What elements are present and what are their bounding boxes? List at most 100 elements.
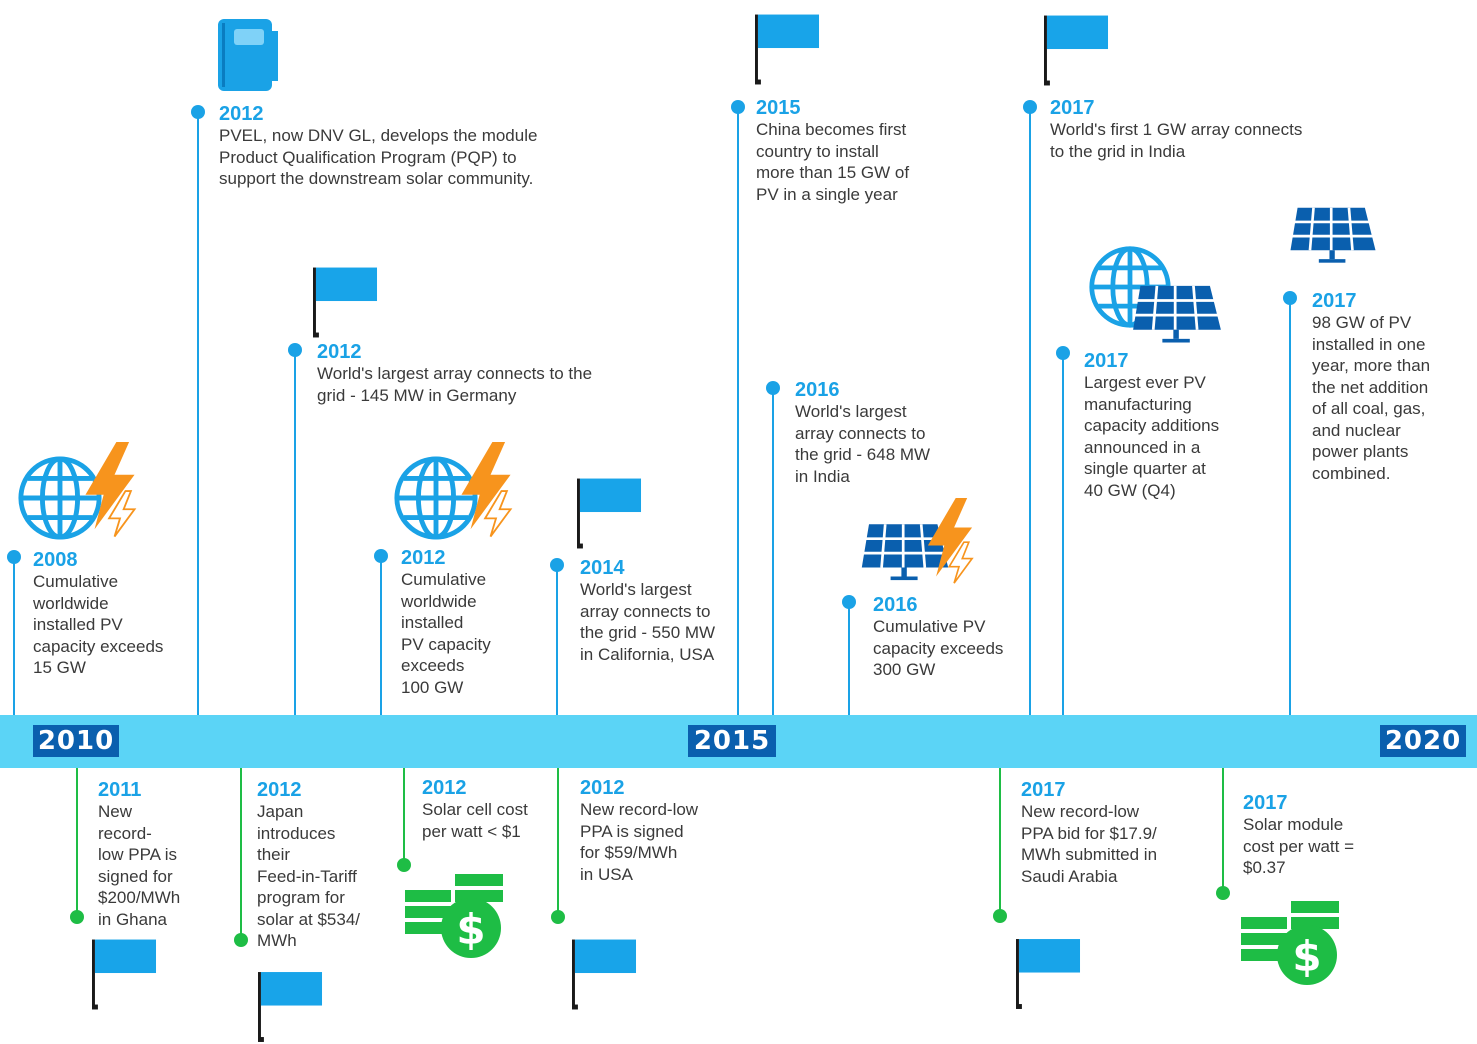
connector-line — [848, 602, 850, 715]
event-text: New record-low PPA is signed for $59/MWh… — [580, 800, 699, 884]
event-dot — [7, 550, 21, 564]
globe-lightning-icon — [392, 442, 512, 544]
event-text: Cumulative PV capacity exceeds 300 GW — [873, 617, 1004, 679]
event-dot — [397, 858, 411, 872]
connector-line — [557, 768, 559, 917]
event-dot — [766, 381, 780, 395]
event-text: World's largest array connects to the gr… — [795, 402, 931, 486]
notebook-icon — [216, 17, 280, 93]
event-2012-cell-cost: 2012 Solar cell cost per watt < $1 — [422, 777, 528, 842]
event-year: 2012 — [257, 779, 302, 801]
connector-line — [1062, 353, 1064, 715]
event-2012-pqp: 2012 PVEL, now DNV GL, develops the modu… — [219, 103, 537, 190]
year-label-2010: 2010 — [33, 725, 119, 757]
year-label-2020: 2020 — [1380, 725, 1466, 757]
event-year: 2017 — [1084, 350, 1129, 372]
event-year: 2017 — [1021, 779, 1066, 801]
event-text: World's first 1 GW array connects to the… — [1050, 120, 1303, 161]
event-text: New record- low PPA is signed for $200/M… — [98, 802, 181, 929]
event-2008-cumulative: 2008 Cumulative worldwide installed PV c… — [33, 549, 163, 679]
event-year: 2016 — [795, 379, 840, 401]
connector-line — [13, 557, 15, 715]
solar-panel-lightning-icon — [860, 498, 973, 584]
connector-line — [556, 565, 558, 715]
globe-solar-panel-icon — [1087, 244, 1223, 344]
event-text: World's largest array connects to the gr… — [317, 364, 593, 405]
event-dot — [550, 558, 564, 572]
event-2012-100gw: 2012 Cumulative worldwide installed PV c… — [401, 547, 491, 698]
flag-icon — [572, 939, 637, 1010]
event-dot — [1023, 100, 1037, 114]
event-year: 2012 — [580, 777, 625, 799]
money-stack-icon — [405, 874, 503, 958]
event-2017-manufacturing: 2017 Largest ever PV manufacturing capac… — [1084, 350, 1219, 501]
event-dot — [191, 105, 205, 119]
connector-line — [403, 768, 405, 865]
flag-icon — [313, 267, 378, 338]
event-year: 2014 — [580, 557, 625, 579]
event-dot — [551, 910, 565, 924]
event-text: Largest ever PV manufacturing capacity a… — [1084, 373, 1220, 500]
globe-lightning-icon — [16, 442, 136, 544]
connector-line — [240, 768, 242, 940]
event-year: 2016 — [873, 594, 918, 616]
event-dot — [288, 343, 302, 357]
event-text: China becomes first country to install m… — [756, 120, 910, 204]
event-dot — [842, 595, 856, 609]
event-text: Solar cell cost per watt < $1 — [422, 800, 528, 841]
event-dot — [731, 100, 745, 114]
event-year: 2017 — [1050, 97, 1095, 119]
event-2017-saudi: 2017 New record-low PPA bid for $17.9/ M… — [1021, 779, 1157, 887]
solar-panel-icon — [1289, 206, 1377, 265]
event-year: 2017 — [1312, 290, 1357, 312]
event-year: 2012 — [401, 547, 446, 569]
event-dot — [1283, 291, 1297, 305]
event-dot — [993, 909, 1007, 923]
event-2012-usa: 2012 New record-low PPA is signed for $5… — [580, 777, 698, 885]
event-2012-germany: 2012 World's largest array connects to t… — [317, 341, 592, 406]
event-year: 2015 — [756, 97, 801, 119]
event-text: Cumulative worldwide installed PV capaci… — [401, 570, 491, 697]
connector-line — [772, 388, 774, 715]
flag-icon — [755, 14, 820, 85]
event-year: 2012 — [317, 341, 362, 363]
connector-line — [197, 112, 199, 715]
event-text: PVEL, now DNV GL, develops the module Pr… — [219, 126, 538, 188]
event-text: 98 GW of PV installed in one year, more … — [1312, 313, 1431, 483]
event-year: 2008 — [33, 549, 78, 571]
event-text: Solar module cost per watt = $0.37 — [1243, 815, 1355, 877]
connector-line — [999, 768, 1001, 916]
event-2015-china: 2015 China becomes first country to inst… — [756, 97, 909, 205]
event-2011-ghana: 2011 New record- low PPA is signed for $… — [98, 779, 180, 930]
event-dot — [1216, 886, 1230, 900]
event-dot — [234, 933, 248, 947]
event-dot — [70, 910, 84, 924]
flag-icon — [1016, 939, 1081, 1009]
event-dot — [1056, 346, 1070, 360]
event-2014-california: 2014 World's largest array connects to t… — [580, 557, 715, 665]
event-text: World's largest array connects to the gr… — [580, 580, 716, 664]
event-year: 2012 — [219, 103, 264, 125]
event-2016-india: 2016 World's largest array connects to t… — [795, 379, 930, 487]
event-2017-98gw: 2017 98 GW of PV installed in one year, … — [1312, 290, 1430, 484]
event-year: 2017 — [1243, 792, 1288, 814]
event-2017-1gw: 2017 World's first 1 GW array connects t… — [1050, 97, 1302, 162]
event-year: 2011 — [98, 779, 142, 801]
connector-line — [1289, 298, 1291, 715]
connector-line — [294, 350, 296, 715]
event-2016-300gw: 2016 Cumulative PV capacity exceeds 300 … — [873, 594, 1003, 681]
flag-icon — [258, 972, 323, 1042]
event-year: 2012 — [422, 777, 467, 799]
event-text: Cumulative worldwide installed PV capaci… — [33, 572, 164, 677]
event-dot — [374, 549, 388, 563]
event-text: New record-low PPA bid for $17.9/ MWh su… — [1021, 802, 1158, 886]
connector-line — [76, 768, 78, 917]
money-stack-icon — [1241, 901, 1339, 985]
connector-line — [380, 556, 382, 715]
year-label-2015: 2015 — [688, 725, 776, 757]
flag-icon — [92, 939, 157, 1010]
event-2012-japan: 2012 Japan introduces their Feed-in-Tari… — [257, 779, 360, 952]
flag-icon — [1044, 15, 1109, 86]
connector-line — [1222, 768, 1224, 893]
event-2017-module-cost: 2017 Solar module cost per watt = $0.37 — [1243, 792, 1354, 879]
